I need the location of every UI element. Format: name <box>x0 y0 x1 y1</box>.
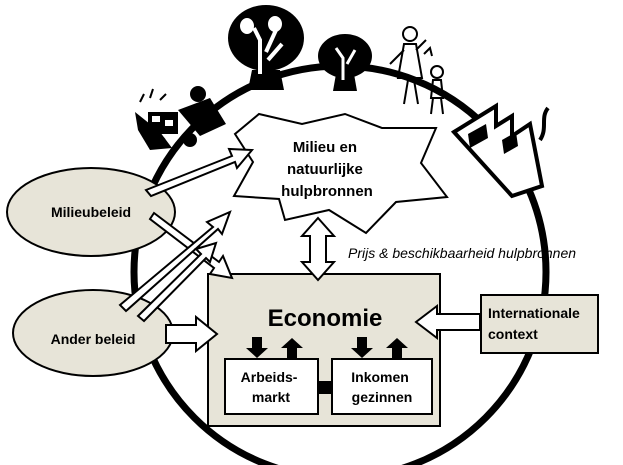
family-icon <box>389 26 445 115</box>
arrow-other-policy-to-economy-diagonal <box>136 241 218 323</box>
arrow-policy-to-environment <box>144 147 255 198</box>
connector-square <box>318 381 332 394</box>
other-policy-label: Ander beleid <box>51 331 136 347</box>
arrow-other-policy-to-environment <box>118 210 232 313</box>
tree-icon <box>318 34 372 91</box>
environment-label: Milieu en natuurlijke hulpbronnen <box>281 139 373 200</box>
factory-icon <box>450 102 550 199</box>
environmental-policy-label: Milieubeleid <box>51 204 131 220</box>
environment-star <box>232 112 449 235</box>
labour-market-flow-arrows <box>246 337 303 358</box>
tree-icon <box>228 5 304 90</box>
environmental-policy-ellipse <box>6 167 176 257</box>
arrow-international-to-economy <box>414 303 481 341</box>
international-context-box <box>480 294 599 354</box>
arrow-economy-environment-exchange <box>299 216 337 282</box>
economy-title: Economie <box>268 305 383 332</box>
household-income-label: Inkomen gezinnen <box>351 369 412 405</box>
arrow-other-policy-to-economy <box>165 314 219 354</box>
labour-market-label: Arbeids- markt <box>241 369 302 405</box>
labour-market-box <box>224 358 319 415</box>
prices-availability-label: Prijs & beschikbaarheid hulpbronnen <box>348 245 576 261</box>
household-income-box <box>331 358 433 415</box>
landfill-truck-icon <box>135 86 226 150</box>
international-context-label: Internationale context <box>488 305 584 342</box>
household-income-flow-arrows <box>351 337 408 358</box>
